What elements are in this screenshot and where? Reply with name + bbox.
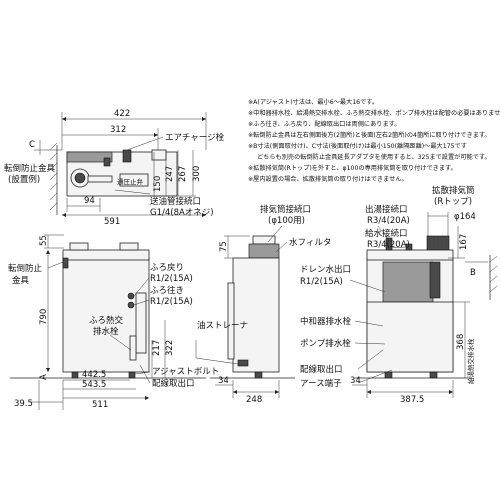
rear-dim-167: 167 — [459, 234, 469, 250]
side-dim-34: 34 — [218, 376, 229, 386]
side-view: 75 排気筒接続口 (φ100用) 水フィルタ 油ストレーナ 34 248 — [195, 204, 331, 405]
side-dim-75: 75 — [219, 241, 229, 252]
note-1: ※A(アジャスト)寸法は、最小6～最大16です。 — [248, 98, 378, 106]
side-water-filter-label: 水フィルタ — [289, 237, 331, 248]
rear-drain-outlet-label: ドレン水出口 — [300, 264, 351, 275]
rear-drain-outlet-spec: R1/2(15A) — [300, 277, 343, 287]
front-dim-442-5: 442.5 — [82, 370, 106, 380]
top-dim-267: 267 — [178, 166, 188, 182]
front-dim-39-5: 39.5 — [14, 399, 33, 409]
note-5: ※B寸法(側面取付け)、C寸法(後面取付け)は最小150(離隔距離)～最大175… — [248, 142, 467, 150]
front-bath-drain-label: ふろ熱交 — [89, 315, 124, 326]
rear-pump-drain-label: ポンプ排水栓 — [300, 338, 351, 349]
notes-block: ※A(アジャスト)寸法は、最小6～最大16です。 ※中和器排水栓、給湯熱交排水栓… — [248, 98, 500, 183]
front-dim-790: 790 — [39, 309, 49, 325]
top-view: 422 312 C 通圧止弁 エアチャージ栓 — [4, 109, 225, 227]
note-6: どちらも別売の転倒防止金具延長アダプタを使用すると、325まで設置が可能です。 — [257, 153, 491, 161]
front-fall-bracket-label-2: 金具 — [12, 275, 30, 286]
rear-diffuser-label: 拡散排気筒 — [432, 185, 475, 196]
side-dim-248: 248 — [246, 395, 262, 405]
rear-diffuser-sub: (Rトップ) — [434, 197, 472, 207]
rear-view: 出湯接続口 R3/4(20A) 給水接続口 R3/4(20A) 拡散排気筒 (R… — [300, 185, 498, 405]
front-view: 55 790 A 217 322 442.5 543.5 511 — [8, 234, 219, 410]
front-fall-bracket-label: 転倒防止 — [8, 263, 43, 274]
rear-hot-water-spec: R3/4(20A) — [367, 216, 410, 226]
rear-water-inlet-spec: R3/4(20A) — [367, 240, 410, 250]
rear-ground-label: アース端子 — [300, 378, 342, 389]
top-dim-300: 300 — [192, 166, 202, 182]
top-fall-bracket-label: 転倒防止金具 — [4, 163, 56, 174]
front-wire-outlet-label: 配線取出口 — [152, 378, 195, 389]
front-bath-supply-label: ふろ往き — [150, 285, 184, 296]
top-fall-bracket-sub: (設置例) — [8, 174, 40, 185]
rear-neutralizer-label: 中和器排水栓 — [300, 316, 352, 327]
note-7: ※拡散排気筒(Rトップ)を外すと、φ100の専用排気筒を取り付けできます。 — [248, 164, 457, 172]
top-dim-94: 94 — [84, 196, 95, 206]
front-dim-a: A — [39, 374, 49, 380]
rear-hot-water-label: 出湯接続口 — [365, 204, 408, 215]
front-dim-217: 217 — [152, 340, 162, 356]
top-supply-pipe-spec: G1/4(8Aオネジ) — [150, 208, 214, 218]
rear-hx-drain-label: 給湯熱交排水栓 — [466, 338, 475, 384]
top-check-valve-tag: 通圧止弁 — [117, 177, 144, 186]
rear-wire-outlet-label: 配線取出口 — [300, 364, 343, 375]
note-2: ※中和器排水栓、給湯熱交排水栓、ふろ熱交排水栓、ポンプ排水栓は配管の必要はありま… — [248, 109, 500, 117]
top-dim-c: C — [29, 140, 35, 150]
front-bath-return-spec: R1/2(15A) — [150, 274, 193, 284]
front-dim-322: 322 — [165, 340, 175, 356]
top-dim-247: 247 — [165, 166, 175, 182]
rear-water-inlet-label: 給水接続口 — [365, 228, 408, 239]
side-exhaust-spec: (φ100用) — [268, 216, 305, 226]
rear-dim-34: 34 — [350, 376, 361, 386]
front-bath-return-label: ふろ戻り — [150, 262, 184, 273]
front-bath-drain-label-2: 排水栓 — [93, 326, 119, 337]
side-oil-strainer-label: 油ストレーナ — [197, 320, 248, 331]
top-dim-150: 150 — [153, 176, 163, 192]
rear-dim-368: 368 — [456, 334, 466, 350]
note-3: ※ふろ往き、ふろ戻り、配線取出口は両側にあります。 — [248, 120, 400, 128]
top-dim-312: 312 — [110, 125, 126, 135]
rear-dim-b: B — [470, 268, 476, 278]
note-4: ※転倒防止金具は左右側面後方(2箇所)と後面(左右2箇所)の4箇所に取り付けでき… — [248, 131, 491, 139]
top-dim-591: 591 — [104, 217, 120, 227]
front-dim-55: 55 — [39, 235, 49, 246]
front-dim-511: 511 — [92, 400, 108, 410]
front-adjust-bolt-label: アジャストボルト — [152, 367, 219, 377]
rear-dim-387-5: 387.5 — [400, 395, 424, 405]
note-8: ※屋内設置の場合、拡散排気筒の取り付けはできません。 — [248, 175, 408, 183]
top-supply-pipe-label: 送油管接続口 — [150, 196, 201, 207]
rear-dim-phi164: φ164 — [454, 212, 476, 222]
top-air-charge-label: エアチャージ栓 — [165, 132, 225, 143]
top-dim-422: 422 — [114, 109, 130, 119]
front-dim-543-5: 543.5 — [82, 380, 106, 390]
front-bath-supply-spec: R1/2(15A) — [150, 297, 193, 307]
side-exhaust-label: 排気筒接続口 — [260, 204, 311, 215]
